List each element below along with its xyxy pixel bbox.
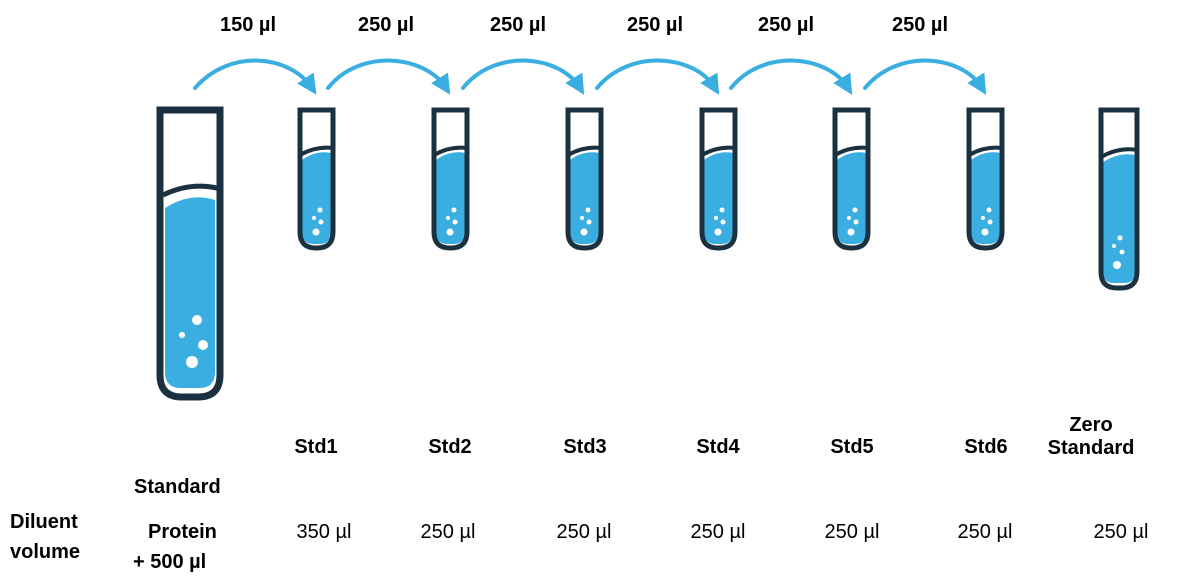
stock-tube <box>156 106 224 401</box>
transfer-label-5: 250 µl <box>757 14 815 36</box>
std-label-1: Std1 <box>294 436 338 458</box>
std-label-4: Std4 <box>696 436 740 458</box>
transfer-arrow-3 <box>461 58 585 95</box>
transfer-label-6: 250 µl <box>891 14 949 36</box>
std-label-6: Std6 <box>964 436 1008 458</box>
transfer-label-1: 150 µl <box>219 14 277 36</box>
transfer-arrow-2 <box>326 58 451 95</box>
zero-standard-line2: Standard <box>1047 437 1135 459</box>
tube-std1 <box>297 107 336 251</box>
transfer-arrow-6 <box>863 58 987 95</box>
transfer-arrow-1 <box>193 58 317 95</box>
diluent-volume-zero: 250 µl <box>1093 521 1149 543</box>
diluent-volume-std6: 250 µl <box>957 521 1013 543</box>
tube-std2 <box>431 107 470 251</box>
diluent-volume-std4: 250 µl <box>690 521 746 543</box>
tube-zero-standard <box>1098 107 1140 291</box>
transfer-arrow-4 <box>595 58 720 95</box>
transfer-arrow-5 <box>729 58 853 95</box>
protein-label-line1: Protein <box>148 521 217 543</box>
zero-standard-label: Zero Standard <box>1041 414 1141 460</box>
diluent-volume-std1: 350 µl <box>296 521 352 543</box>
tube-std4 <box>699 107 738 251</box>
standard-row-label: Standard <box>134 476 221 498</box>
tube-std3 <box>565 107 604 251</box>
std-label-3: Std3 <box>563 436 607 458</box>
zero-standard-line1: Zero <box>1069 414 1113 436</box>
protein-label-line2: + 500 µl <box>133 551 207 573</box>
diluent-volume-std3: 250 µl <box>556 521 612 543</box>
tube-std6 <box>966 107 1005 251</box>
std-label-5: Std5 <box>830 436 874 458</box>
std-label-2: Std2 <box>428 436 472 458</box>
transfer-label-2: 250 µl <box>357 14 415 36</box>
diluent-volume-std2: 250 µl <box>420 521 476 543</box>
transfer-label-3: 250 µl <box>489 14 547 36</box>
diluent-label-line1: Diluent <box>10 511 78 533</box>
diluent-label-line2: volume <box>10 541 81 563</box>
tube-std5 <box>832 107 871 251</box>
transfer-label-4: 250 µl <box>626 14 684 36</box>
diluent-volume-std5: 250 µl <box>824 521 880 543</box>
